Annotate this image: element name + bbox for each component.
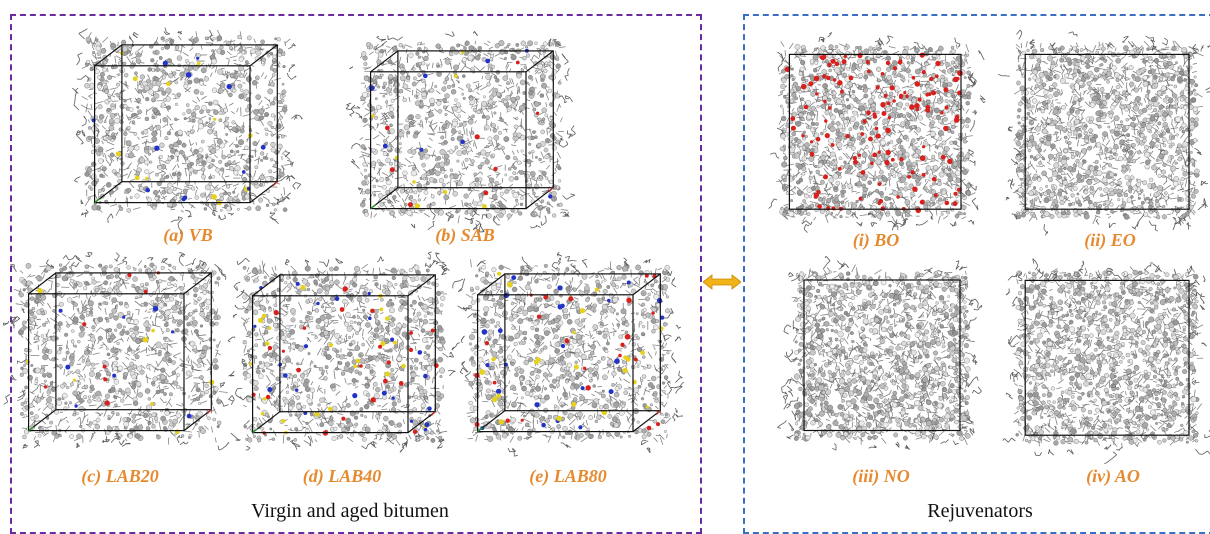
model-sab-image [358, 30, 568, 220]
model-lab20-image [16, 252, 226, 442]
model-bo-image [763, 40, 983, 220]
caption-ao: (iv) AO [1058, 466, 1168, 487]
group-title-rejuvenators: Rejuvenators [900, 500, 1060, 523]
caption-no: (iii) NO [826, 466, 936, 487]
model-no-image [780, 266, 980, 441]
double-arrow-icon [703, 274, 741, 290]
caption-vb: (a) VB [138, 225, 238, 246]
group-title-virgin-aged: Virgin and aged bitumen [220, 500, 480, 523]
caption-lab80: (e) LAB80 [508, 466, 628, 487]
model-ao-image [1000, 266, 1210, 446]
model-eo-image [1000, 40, 1210, 220]
model-lab80-image [465, 253, 675, 443]
caption-eo: (ii) EO [1060, 230, 1160, 251]
model-vb-image [82, 24, 292, 214]
caption-lab20: (c) LAB20 [60, 466, 180, 487]
caption-sab: (b) SAB [410, 225, 520, 246]
caption-bo: (i) BO [826, 230, 926, 251]
model-lab40-image [240, 254, 450, 444]
caption-lab40: (d) LAB40 [282, 466, 402, 487]
